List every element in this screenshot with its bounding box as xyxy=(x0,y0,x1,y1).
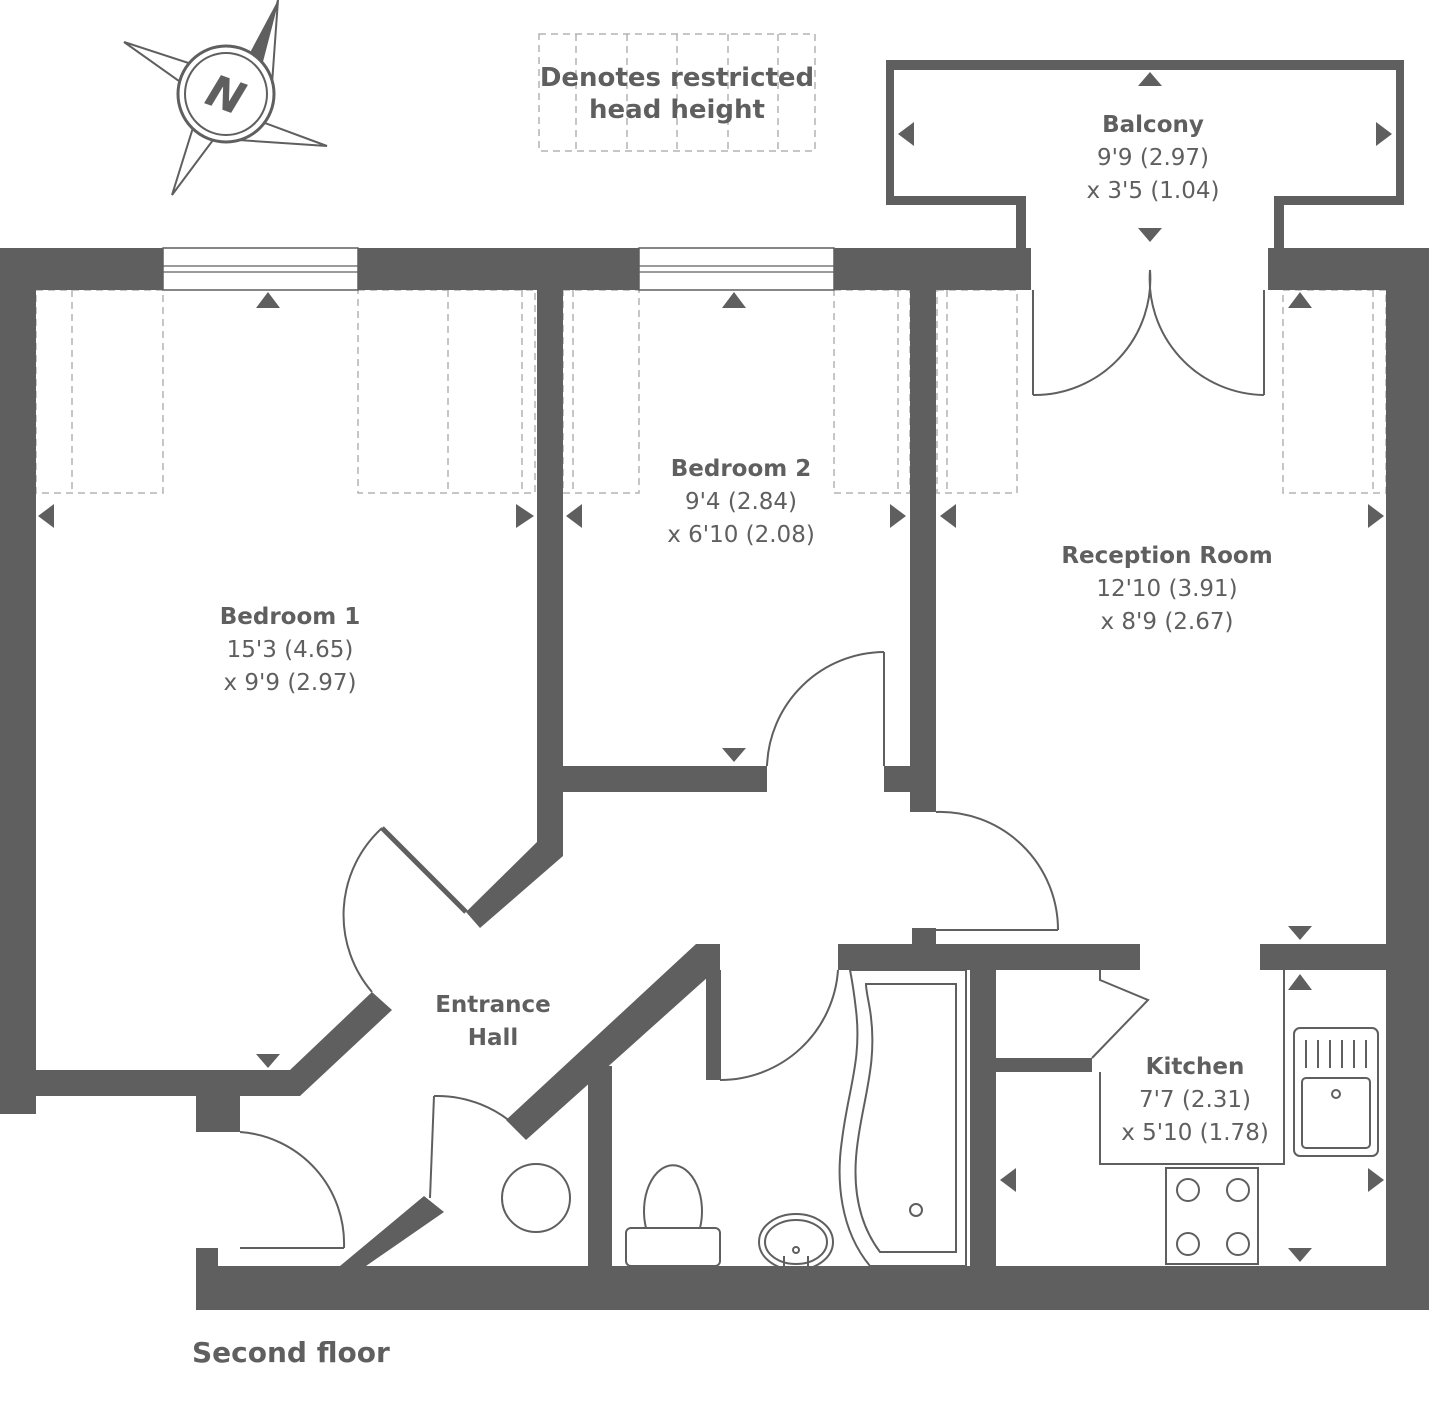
balcony-dim-1: 9'9 (2.97) xyxy=(1097,145,1209,171)
room-reception: Reception Room 12'10 (3.91) x 8'9 (2.67) xyxy=(1061,543,1272,635)
reception-dim-2: x 8'9 (2.67) xyxy=(1101,609,1234,635)
balcony-name: Balcony xyxy=(1102,112,1204,138)
room-bedroom-2: Bedroom 2 9'4 (2.84) x 6'10 (2.08) xyxy=(667,456,815,548)
legend-line-1: Denotes restricted xyxy=(540,63,814,93)
room-kitchen: Kitchen 7'7 (2.31) x 5'10 (1.78) xyxy=(1121,1054,1269,1146)
dimension-arrows xyxy=(38,72,1392,1262)
fixtures xyxy=(501,969,1379,1271)
room-balcony: Balcony 9'9 (2.97) x 3'5 (1.04) xyxy=(1087,112,1220,204)
basin-icon xyxy=(758,1213,834,1271)
reception-name: Reception Room xyxy=(1061,543,1272,569)
kitchen-dim-1: 7'7 (2.31) xyxy=(1139,1087,1251,1113)
bedroom-2-dim-2: x 6'10 (2.08) xyxy=(667,522,815,548)
bedroom-2-dim-1: 9'4 (2.84) xyxy=(685,489,797,515)
room-entrance-hall: Entrance Hall xyxy=(435,992,551,1051)
hall-name-2: Hall xyxy=(468,1025,519,1051)
reception-dim-1: 12'10 (3.91) xyxy=(1096,576,1237,602)
water-tank-icon xyxy=(501,1163,571,1233)
kitchen-dim-2: x 5'10 (1.78) xyxy=(1121,1120,1269,1146)
kitchen-name: Kitchen xyxy=(1146,1054,1245,1080)
bath-icon xyxy=(838,969,967,1267)
bedroom-1-name: Bedroom 1 xyxy=(220,604,361,630)
bedroom-1-dim-2: x 9'9 (2.97) xyxy=(224,670,357,696)
legend-line-2: head height xyxy=(589,95,765,125)
restricted-height-legend: Denotes restricted head height xyxy=(538,33,816,152)
balcony-dim-2: x 3'5 (1.04) xyxy=(1087,178,1220,204)
room-bedroom-1: Bedroom 1 15'3 (4.65) x 9'9 (2.97) xyxy=(220,604,361,696)
compass-north-icon: N xyxy=(123,0,328,196)
hall-name-1: Entrance xyxy=(435,992,551,1018)
floor-label: Second floor xyxy=(192,1336,390,1369)
sink-icon xyxy=(1293,1027,1379,1157)
toilet-icon xyxy=(625,1164,721,1267)
doors xyxy=(239,269,1265,1249)
hob-icon xyxy=(1165,1167,1259,1265)
bedroom-1-dim-1: 15'3 (4.65) xyxy=(227,637,354,663)
walls xyxy=(0,60,1429,1310)
bedroom-2-name: Bedroom 2 xyxy=(671,456,812,482)
windows xyxy=(162,247,835,291)
